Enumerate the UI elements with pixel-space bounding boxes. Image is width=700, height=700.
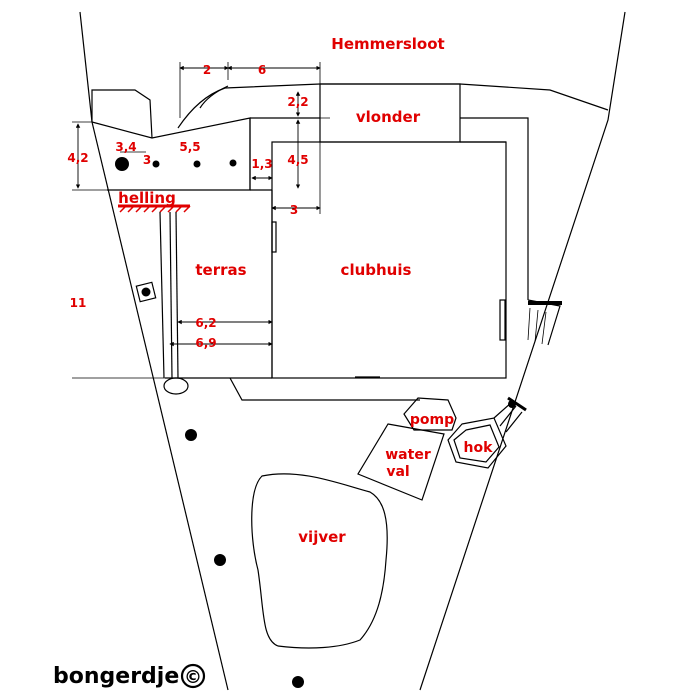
garden-path — [229, 299, 562, 401]
post-marker — [152, 160, 160, 168]
vijver-pond — [251, 473, 388, 649]
dim-1-3: 1,3 — [251, 157, 272, 171]
waterval-structure — [357, 423, 445, 501]
dim-11: 11 — [70, 296, 87, 310]
dim-3-b: 3 — [290, 203, 298, 217]
dim-5-5: 5,5 — [179, 140, 200, 154]
waterval-label-line1: water — [385, 447, 431, 463]
bin-icon — [135, 281, 157, 303]
vlonder-label: vlonder — [356, 108, 421, 126]
hok-label: hok — [464, 440, 494, 456]
clubhuis-label: clubhuis — [341, 261, 412, 279]
vijver-label: vijver — [298, 528, 346, 546]
dim-2-2: 2,2 — [287, 95, 308, 109]
dim-4-2: 4,2 — [67, 151, 88, 165]
pomp-structure — [403, 397, 457, 431]
tree-marker — [185, 429, 197, 441]
helling-slipway — [118, 204, 191, 379]
pomp-label: pomp — [410, 412, 454, 428]
tree-marker — [214, 554, 226, 566]
dim-4-5: 4,5 — [287, 153, 308, 167]
post-marker — [229, 159, 237, 167]
post-marker — [193, 160, 201, 168]
clubhuis-building — [250, 141, 507, 379]
dim-6: 6 — [258, 63, 266, 77]
brand-name: bongerdje — [53, 664, 179, 689]
post-marker-large — [115, 157, 129, 171]
dim-3-4: 3,4 — [115, 140, 136, 154]
tree-marker — [292, 676, 304, 688]
dim-3-a: 3 — [143, 153, 151, 167]
copyright-icon: © — [180, 663, 206, 689]
canal-title: Hemmersloot — [331, 35, 444, 53]
svg-text:©: © — [184, 667, 202, 688]
shoreline — [79, 11, 626, 691]
hok-structure — [447, 396, 527, 469]
terras-label: terras — [195, 261, 246, 279]
dim-2: 2 — [203, 63, 211, 77]
terras-area — [135, 190, 273, 395]
helling-label: helling — [118, 189, 176, 207]
dim-6-2: 6,2 — [195, 316, 216, 330]
waterval-label-line2: val — [386, 464, 409, 480]
platform — [91, 117, 251, 191]
dimension-lines — [72, 62, 330, 379]
dim-6-9: 6,9 — [195, 336, 216, 350]
trees — [185, 429, 304, 688]
